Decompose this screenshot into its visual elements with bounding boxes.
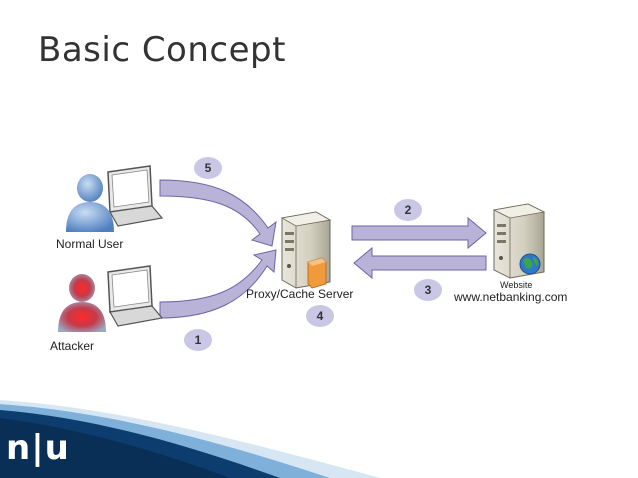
step-badge-1: 1: [184, 329, 212, 351]
step-2-label: 2: [405, 203, 412, 217]
step-badge-2: 2: [394, 199, 422, 221]
normal-user-icon: [66, 165, 164, 232]
attacker-label: Attacker: [50, 339, 94, 353]
logo: n|u: [6, 428, 70, 468]
arrow-attacker-to-proxy: [159, 249, 277, 319]
step-badge-4: 4: [306, 305, 334, 327]
step-badge-3: 3: [414, 279, 442, 301]
arrow-proxy-to-website: [351, 216, 487, 250]
step-badge-5: 5: [194, 157, 222, 179]
arrow-website-to-proxy: [353, 246, 487, 280]
website-title-label: Website: [500, 280, 532, 290]
arrow-user-to-proxy: [159, 179, 277, 247]
website-server-icon: [492, 203, 546, 279]
step-3-label: 3: [425, 283, 432, 297]
proxy-server-label: Proxy/Cache Server: [246, 287, 353, 301]
footer-band: [0, 400, 380, 478]
step-5-label: 5: [205, 161, 212, 175]
proxy-server-icon: [280, 211, 332, 289]
step-1-label: 1: [195, 333, 202, 347]
step-4-label: 4: [317, 309, 324, 323]
attacker-icon: [58, 265, 164, 332]
website-url-label: www.netbanking.com: [453, 290, 567, 304]
normal-user-label: Normal User: [56, 237, 123, 251]
slide-title: Basic Concept: [38, 30, 286, 70]
